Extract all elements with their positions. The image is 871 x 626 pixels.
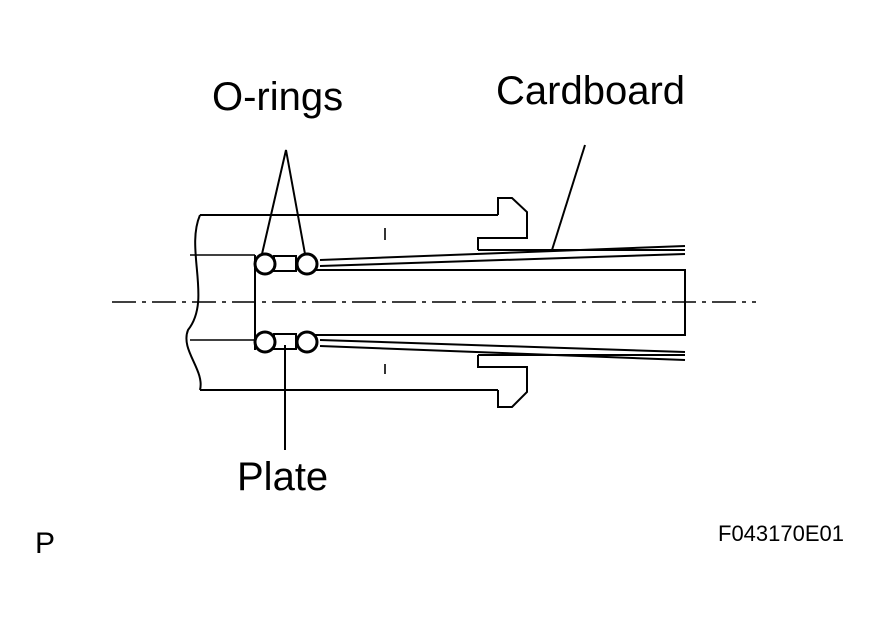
outer-housing bbox=[185, 197, 528, 408]
o-rings-leader bbox=[261, 149, 306, 255]
o-ring-bottom-left bbox=[253, 330, 277, 354]
corner-letter: P bbox=[35, 527, 55, 560]
o-rings bbox=[253, 252, 319, 354]
o-ring-top-left bbox=[253, 252, 277, 276]
plate-label: Plate bbox=[237, 455, 328, 499]
cardboard-label: Cardboard bbox=[496, 69, 685, 113]
cardboard-sleeve bbox=[319, 245, 686, 361]
o-rings-label: O-rings bbox=[212, 75, 343, 119]
cardboard-leader bbox=[551, 144, 586, 251]
figure-code: F043170E01 bbox=[718, 521, 844, 546]
leader-lines bbox=[261, 144, 586, 450]
o-ring-top-right bbox=[295, 252, 319, 276]
o-ring-bottom-right bbox=[295, 330, 319, 354]
